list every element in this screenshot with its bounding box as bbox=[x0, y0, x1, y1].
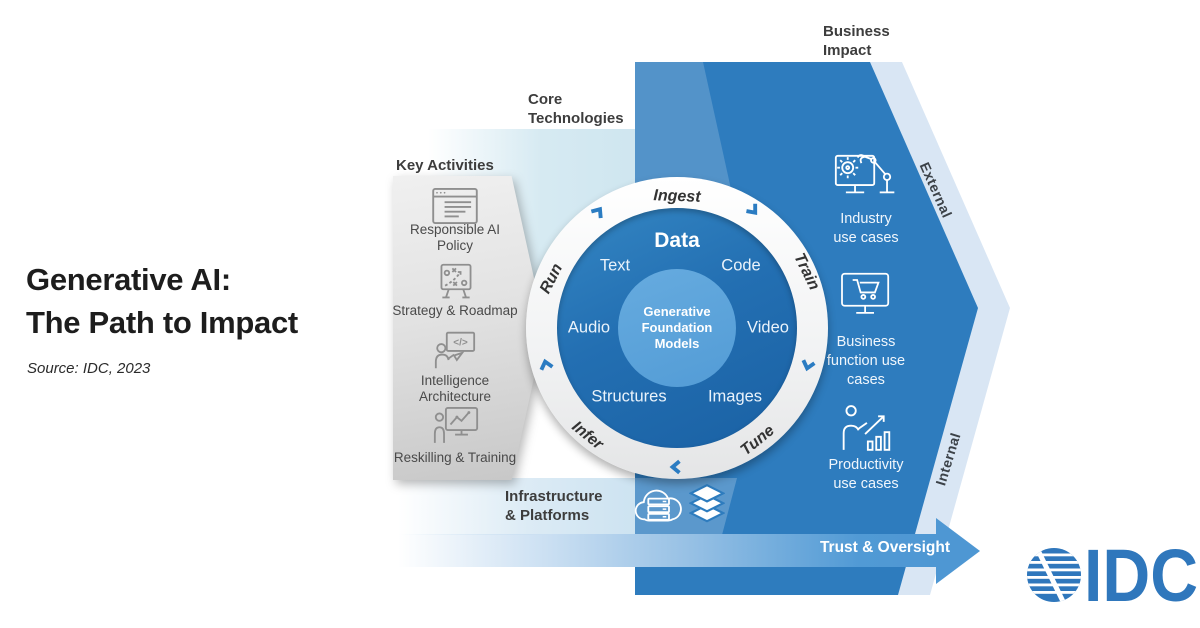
foundation-models-circle: Generative Foundation Models bbox=[618, 269, 736, 387]
globe-icon bbox=[1027, 548, 1081, 602]
data-type-audio: Audio bbox=[567, 318, 611, 337]
cycle-arrow-icon bbox=[669, 459, 681, 475]
trust-oversight-arrow bbox=[398, 534, 940, 567]
training-chart-icon bbox=[433, 407, 479, 443]
cycle-arrow-icon bbox=[746, 203, 758, 215]
robot-arm-monitor-icon bbox=[834, 154, 895, 194]
data-title: Data bbox=[654, 229, 700, 252]
key-activities-heading: Key Activities bbox=[396, 157, 494, 174]
data-type-text: Text bbox=[599, 256, 631, 275]
key-activity-label: Responsible AI Policy bbox=[409, 222, 501, 253]
layers-icon bbox=[689, 483, 725, 523]
data-type-video: Video bbox=[747, 318, 789, 337]
cloud-servers-icon bbox=[634, 489, 682, 522]
trust-arrowhead bbox=[936, 518, 980, 584]
strategy-board-icon bbox=[440, 263, 472, 299]
productivity-person-icon bbox=[842, 405, 891, 451]
idc-logo: IDC bbox=[1027, 544, 1198, 606]
svg-text:</>: </> bbox=[453, 337, 468, 348]
data-type-structures: Structures bbox=[591, 387, 667, 406]
idc-logo-text: IDC bbox=[1084, 544, 1198, 606]
cycle-arrow-icon bbox=[801, 359, 816, 372]
presenter-code-icon: </> bbox=[434, 331, 476, 369]
key-activity-label: Reskilling & Training bbox=[393, 450, 517, 465]
trust-oversight-label: Trust & Oversight bbox=[819, 539, 950, 556]
impact-item-label: Industry use cases bbox=[833, 211, 899, 246]
infrastructure-heading: Infrastructure & Platforms bbox=[505, 488, 603, 524]
impact-item-label: Productivity use cases bbox=[828, 457, 904, 492]
infrastructure-band bbox=[398, 478, 635, 535]
page-title-line1: Generative AI: bbox=[26, 262, 231, 297]
page-title: Generative AI: The Path to Impact bbox=[26, 258, 298, 344]
business-impact-heading: Business Impact bbox=[823, 23, 890, 59]
page-title-line2: The Path to Impact bbox=[26, 305, 298, 340]
key-activity-label: Intelligence Architecture bbox=[418, 373, 492, 404]
stage-ingest: Ingest bbox=[653, 187, 701, 206]
core-technologies-heading: Core Technologies bbox=[528, 91, 624, 127]
ecommerce-monitor-icon bbox=[841, 272, 890, 314]
policy-document-icon bbox=[432, 188, 478, 224]
source-note: Source: IDC, 2023 bbox=[27, 360, 151, 377]
impact-item-label: Business function use cases bbox=[826, 334, 906, 388]
cycle-arrow-icon bbox=[590, 206, 603, 219]
data-type-code: Code bbox=[721, 256, 761, 275]
data-type-images: Images bbox=[707, 387, 763, 406]
cycle-arrow-icon bbox=[539, 358, 554, 371]
key-activity-label: Strategy & Roadmap bbox=[392, 303, 518, 318]
